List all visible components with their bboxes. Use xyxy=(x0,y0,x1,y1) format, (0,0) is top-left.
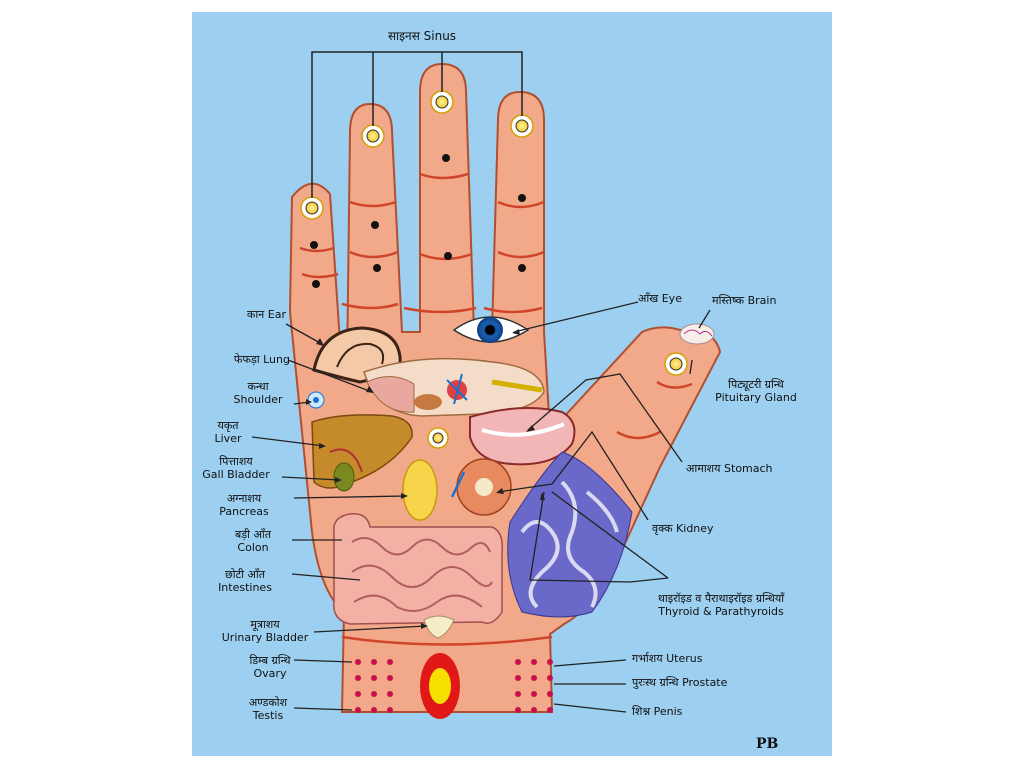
finger-points xyxy=(310,154,526,288)
signature: PB xyxy=(756,736,779,752)
arrowheads xyxy=(306,329,545,629)
sun-point-icon xyxy=(427,427,449,449)
label-thyroid: थाइरॉइड व पैराथाइरॉइड ग्रन्थियाँThyroid … xyxy=(657,592,785,618)
sun-point-icon xyxy=(361,124,385,148)
colon-intestine-icon xyxy=(333,513,504,625)
kidney-icon xyxy=(450,458,512,516)
label-eye: आँख Eye xyxy=(638,292,682,305)
label-brain: मस्तिष्क Brain xyxy=(712,294,777,307)
label-penis: शिश्न Penis xyxy=(632,705,683,718)
sun-point-icon xyxy=(300,196,324,220)
sinus-point-icons xyxy=(300,90,688,449)
label-uterus: गर्भाशय Uterus xyxy=(632,652,703,665)
label-ear: कान Ear xyxy=(246,308,286,321)
label-shoulder: कन्धाShoulder xyxy=(233,380,283,406)
label-stomach: आमाशय Stomach xyxy=(686,462,773,475)
sun-point-icon xyxy=(430,90,454,114)
pancreas-icon xyxy=(402,459,438,521)
label-kidney: वृक्क Kidney xyxy=(652,522,714,535)
sinus-bracket xyxy=(311,51,523,198)
label-pituitary: पिट्यूटरी ग्रन्थिPituitary Gland xyxy=(715,378,797,404)
hand-illustration xyxy=(251,51,722,719)
shoulder-point-icon xyxy=(307,391,325,409)
leader-lines xyxy=(251,301,711,713)
finger-creases xyxy=(299,172,693,646)
thyroid-icon xyxy=(507,451,633,618)
central-oval-icon xyxy=(420,653,460,719)
sinus-title: साइनस Sinus xyxy=(387,29,457,43)
label-ovary: डिम्ब ग्रन्थिOvary xyxy=(249,654,291,680)
sun-point-icon xyxy=(510,114,534,138)
eye-icon xyxy=(452,316,530,343)
diagram-panel: साइनस Sinus कान Ear फेफड़ा Lung कन्धाSho… xyxy=(192,12,832,756)
stomach-icon xyxy=(469,407,576,466)
lung-icon xyxy=(363,357,545,417)
label-prostate: पुरःस्थ ग्रन्थि Prostate xyxy=(632,676,728,689)
brain-icon xyxy=(679,323,715,345)
wrist-point-dots xyxy=(355,659,553,713)
bladder-icon xyxy=(423,615,455,639)
liver-icon xyxy=(311,414,413,492)
label-lung: फेफड़ा Lung xyxy=(233,353,290,366)
sun-point-icon xyxy=(664,352,688,376)
